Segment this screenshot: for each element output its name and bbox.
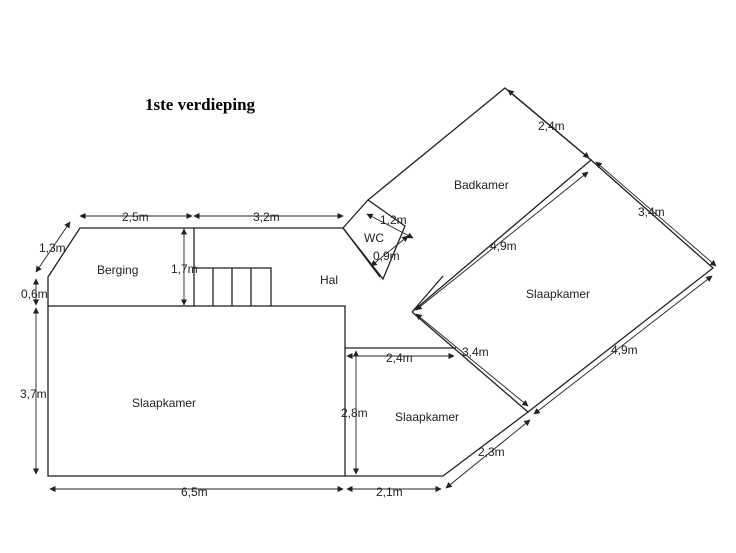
dim-wc-top: 1,2m xyxy=(380,213,407,227)
dimension-labels: 2,5m 3,2m 1,3m 0,6m 1,7m 3,7m 6,5m 2,1m … xyxy=(20,119,665,499)
dim-slaap-diag-bottom: 4,9m xyxy=(611,343,638,357)
room-label-slaapkamer-small: Slaapkamer xyxy=(395,410,459,424)
dim-bad-top: 2,4m xyxy=(538,119,565,133)
dim-bad-side: 3,4m xyxy=(638,205,665,219)
dim-top-left: 2,5m xyxy=(122,210,149,224)
dim-mid-height: 2,8m xyxy=(341,406,368,420)
slaapkamer-right-walls xyxy=(411,159,715,413)
dim-slaap-side: 3,4m xyxy=(462,345,489,359)
dim-bottom-right: 2,1m xyxy=(376,485,403,499)
walls xyxy=(47,87,715,477)
dim-left-main: 3,7m xyxy=(20,387,47,401)
dim-wc-side: 0,9m xyxy=(373,249,400,263)
room-label-badkamer: Badkamer xyxy=(454,178,509,192)
dim-bottom-left: 6,5m xyxy=(181,485,208,499)
plan-title: 1ste verdieping xyxy=(145,95,256,114)
dimension-lines xyxy=(32,89,717,493)
main-bedroom-walls xyxy=(47,305,346,477)
room-label-slaapkamer-main: Slaapkamer xyxy=(132,396,196,410)
dim-bottom-diag: 2,3m xyxy=(478,445,505,459)
dim-top-right: 3,2m xyxy=(253,210,280,224)
room-label-berging: Berging xyxy=(97,263,138,277)
room-label-slaapkamer-right: Slaapkamer xyxy=(526,287,590,301)
dim-diag-left: 1,3m xyxy=(39,241,66,255)
dim-mid-horizontal: 2,4m xyxy=(386,351,413,365)
dim-stair-height: 1,7m xyxy=(171,262,198,276)
dim-slaap-diag-top: 4,9m xyxy=(490,239,517,253)
room-label-hal: Hal xyxy=(320,273,338,287)
dim-left-small: 0,6m xyxy=(21,287,48,301)
stairs xyxy=(194,267,272,306)
room-labels: Berging Hal Slaapkamer Slaapkamer Slaapk… xyxy=(97,178,590,424)
room-label-wc: WC xyxy=(364,231,384,245)
